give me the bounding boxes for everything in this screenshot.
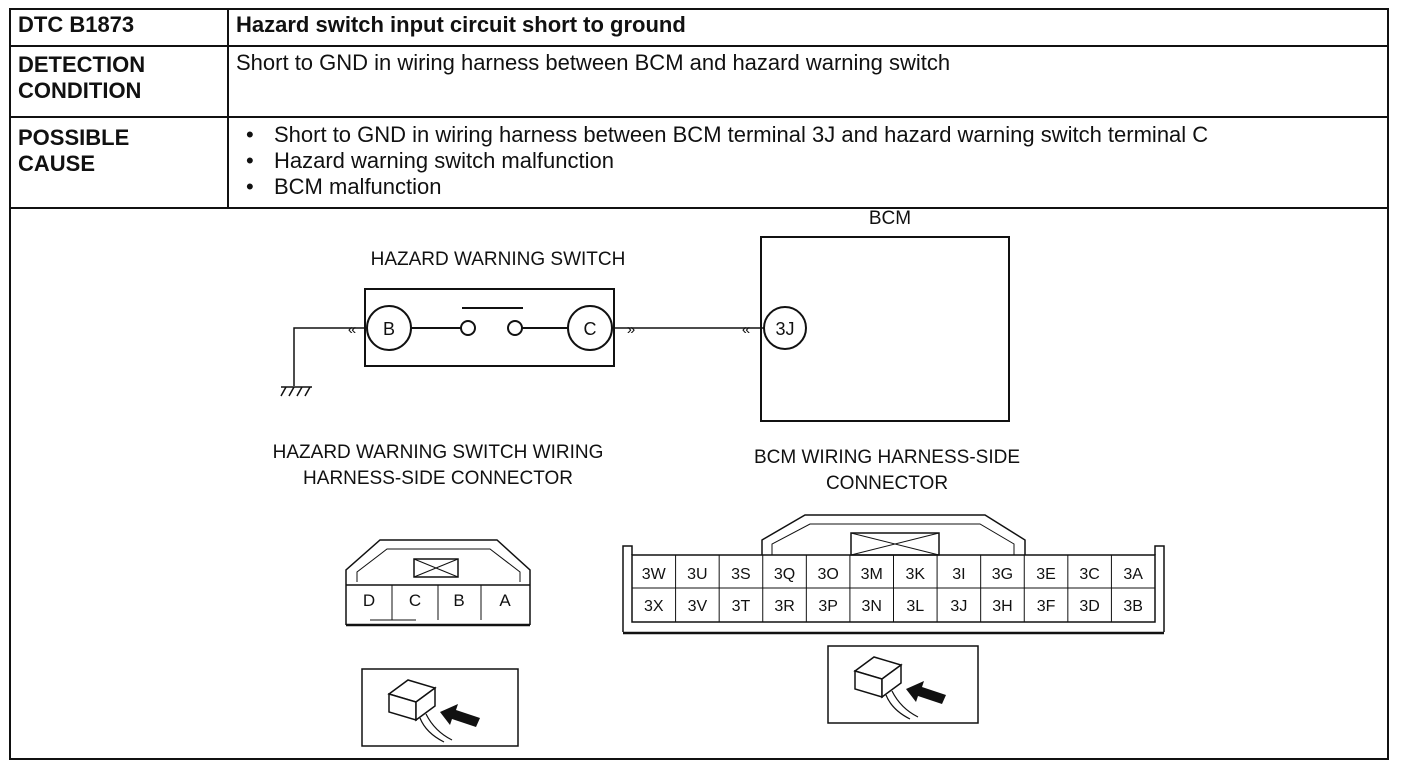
detection-label: DETECTION CONDITION [9, 45, 229, 118]
bcm-pin-label: 3H [992, 598, 1012, 615]
switch-probe-illustration [361, 668, 519, 747]
cause-item: Short to GND in wiring harness between B… [246, 122, 1380, 148]
dtc-title: Hazard switch input circuit short to gro… [227, 8, 1389, 47]
switch-terminal-b-label: B [383, 319, 395, 339]
detection-label-line1: DETECTION [18, 52, 146, 77]
probe-arrow-icon [906, 681, 946, 704]
bcm-pin-label: 3D [1079, 598, 1099, 615]
bcm-connector-title-line1: BCM WIRING HARNESS-SIDE [754, 447, 1020, 468]
possible-cause-label: POSSIBLE CAUSE [9, 116, 229, 209]
bcm-connector-cell-lines [675, 555, 1112, 622]
dtc-row: DTC B1873 Hazard switch input circuit sh… [9, 8, 1389, 47]
dtc-code: DTC B1873 [9, 8, 229, 47]
bcm-connector [622, 514, 1165, 635]
bcm-pin-label: 3P [818, 598, 838, 615]
possible-cause-row: POSSIBLE CAUSE Short to GND in wiring ha… [9, 116, 1389, 209]
bcm-pin-label: 3W [642, 566, 667, 583]
connector-mark-c: » [627, 321, 635, 338]
connector-mark-3j: « [742, 321, 750, 338]
bcm-probe-illustration [827, 645, 979, 724]
ground-wire [293, 327, 365, 386]
bcm-pin-label: 3Q [774, 566, 795, 583]
bcm-pin-label: 3G [992, 566, 1013, 583]
bcm-pin-label: 3X [644, 598, 664, 615]
switch-terminal-c-label: C [584, 319, 597, 339]
dtc-info-table: DTC B1873 Hazard switch input circuit sh… [9, 8, 1389, 209]
detection-text: Short to GND in wiring harness between B… [227, 45, 1389, 118]
switch-connector [345, 539, 531, 627]
ground-symbol [280, 386, 312, 397]
switch-connector-title-line1: HAZARD WARNING SWITCH WIRING [273, 442, 604, 463]
switch-pin-d: D [363, 591, 375, 610]
bcm-box [760, 236, 1010, 422]
bcm-pin-label: 3B [1123, 598, 1143, 615]
bcm-pin-label: 3L [906, 598, 924, 615]
switch-pin-c: C [409, 591, 421, 610]
switch-pin-a: A [499, 591, 511, 610]
bcm-pin-label: 3R [774, 598, 794, 615]
bcm-connector-pin-labels: 3W 3U 3S 3Q 3O 3M 3K 3I 3G 3E 3C 3A 3X 3V 3T 3R 3P 3N 3L 3J… [642, 566, 1144, 615]
possible-cause-label-line1: POSSIBLE [18, 125, 130, 150]
switch-contact-right [507, 320, 523, 336]
bcm-pin-label: 3K [906, 566, 926, 583]
connector-mark-b: « [348, 321, 356, 338]
detection-row: DETECTION CONDITION Short to GND in wiri… [9, 45, 1389, 118]
bcm-pin-label: 3F [1037, 598, 1056, 615]
switch-connector-title-line2: HARNESS-SIDE CONNECTOR [303, 468, 573, 489]
bcm-pin-label: 3C [1079, 566, 1099, 583]
bcm-pin-label: 3O [817, 566, 838, 583]
bcm-pin-label: 3S [731, 566, 751, 583]
bcm-pin-label: 3U [687, 566, 707, 583]
bcm-pin-label: 3I [952, 566, 965, 583]
bcm-pin-label: 3V [688, 598, 708, 615]
probe-arrow-icon [440, 704, 480, 727]
bcm-pin-label: 3A [1123, 566, 1143, 583]
switch-pin-b: B [453, 591, 464, 610]
bcm-pin-label: 3N [861, 598, 881, 615]
bcm-pin-label: 3J [950, 598, 967, 615]
bcm-pin-label: 3T [732, 598, 751, 615]
bcm-pin-label: 3M [861, 566, 883, 583]
switch-title: HAZARD WARNING SWITCH [371, 249, 626, 270]
detection-label-line2: CONDITION [18, 78, 142, 103]
bcm-terminal-label: 3J [775, 319, 794, 339]
bcm-connector-title-line2: CONNECTOR [826, 473, 948, 494]
cause-item: BCM malfunction [246, 174, 1380, 200]
switch-contact-left [460, 320, 476, 336]
possible-cause-list: Short to GND in wiring harness between B… [236, 122, 1380, 200]
cause-item: Hazard warning switch malfunction [246, 148, 1380, 174]
possible-cause-list-cell: Short to GND in wiring harness between B… [227, 116, 1389, 209]
possible-cause-label-line2: CAUSE [18, 151, 96, 176]
bcm-title: BCM [869, 208, 911, 229]
bcm-pin-label: 3E [1036, 566, 1056, 583]
